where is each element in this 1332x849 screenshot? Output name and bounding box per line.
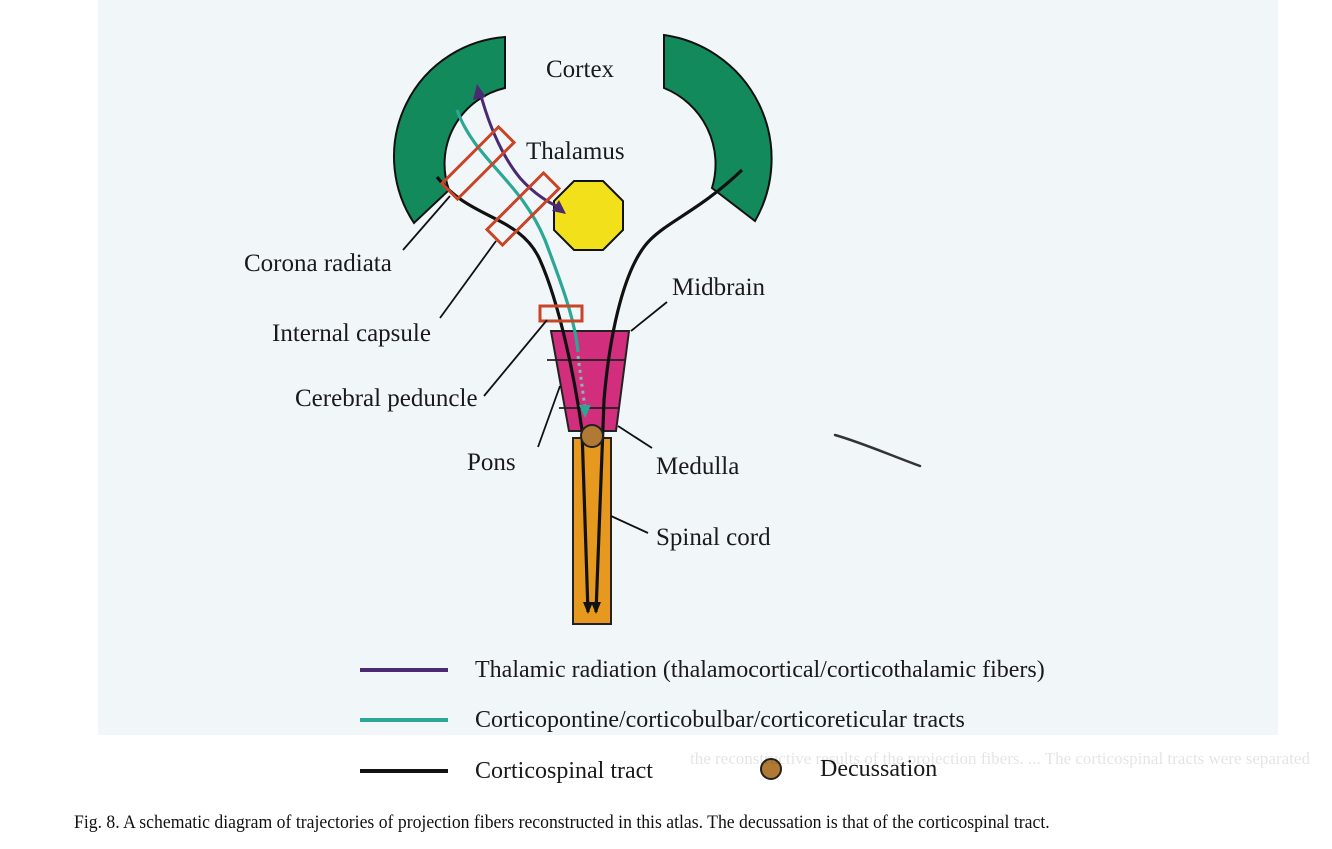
label-medulla: Medulla (656, 453, 739, 480)
leader-corona-radiata (402, 195, 451, 251)
label-thalamus: Thalamus (526, 138, 625, 165)
leader-midbrain (630, 301, 668, 332)
legend-swatch-decussation (760, 758, 782, 780)
figure-caption: Fig. 8. A schematic diagram of trajector… (74, 812, 1050, 833)
label-corona-radiata: Corona radiata (244, 250, 392, 277)
leader-internal-capsule (439, 240, 497, 319)
leader-spinal-cord (610, 515, 649, 534)
internal-capsule-box (484, 170, 562, 248)
corticospinal-tract-left (435, 176, 590, 613)
label-internal-capsule: Internal capsule (272, 320, 431, 347)
thalamic-arrowhead-down (552, 200, 566, 214)
label-spinal-cord: Spinal cord (656, 524, 771, 551)
thalamic-radiation (478, 91, 561, 210)
decussation-marker (580, 424, 604, 448)
leader-cerebral-peduncle (483, 319, 548, 397)
figure-panel (98, 0, 1278, 735)
cortex-right (663, 33, 773, 223)
stray-pen-mark (833, 433, 922, 468)
cortex-left (393, 35, 506, 225)
cerebral-peduncle-box (538, 304, 584, 323)
spinal-cord (572, 437, 612, 625)
corticospinal-tract-right (594, 168, 744, 613)
corticopontine-arrowhead (579, 405, 591, 418)
leader-pons (537, 385, 561, 448)
legend-label-thalamic-radiation: Thalamic radiation (thalamocortical/cort… (475, 657, 1045, 683)
leader-medulla (617, 425, 653, 449)
thalamic-arrowhead-up (473, 84, 486, 100)
legend-label-decussation: Decussation (820, 756, 937, 782)
brainstem (549, 330, 631, 432)
legend-label-corticopontine: Corticopontine/corticobulbar/corticoreti… (475, 707, 965, 733)
label-cortex: Cortex (546, 56, 615, 83)
corticopontine-tract-dotted (576, 355, 587, 409)
arrowhead-left (583, 602, 593, 614)
label-pons: Pons (467, 449, 516, 476)
corona-radiata-box (439, 124, 517, 202)
arrowhead-right (591, 602, 601, 614)
legend-label-corticospinal: Corticospinal tract (475, 758, 653, 784)
label-cerebral-peduncle: Cerebral peduncle (295, 385, 478, 412)
label-midbrain: Midbrain (672, 274, 766, 301)
bleed-through-text: the reconstructive results of the projec… (690, 749, 1310, 768)
legend: Thalamic radiation (thalamocortical/cort… (360, 657, 1045, 784)
thalamus (553, 180, 624, 251)
